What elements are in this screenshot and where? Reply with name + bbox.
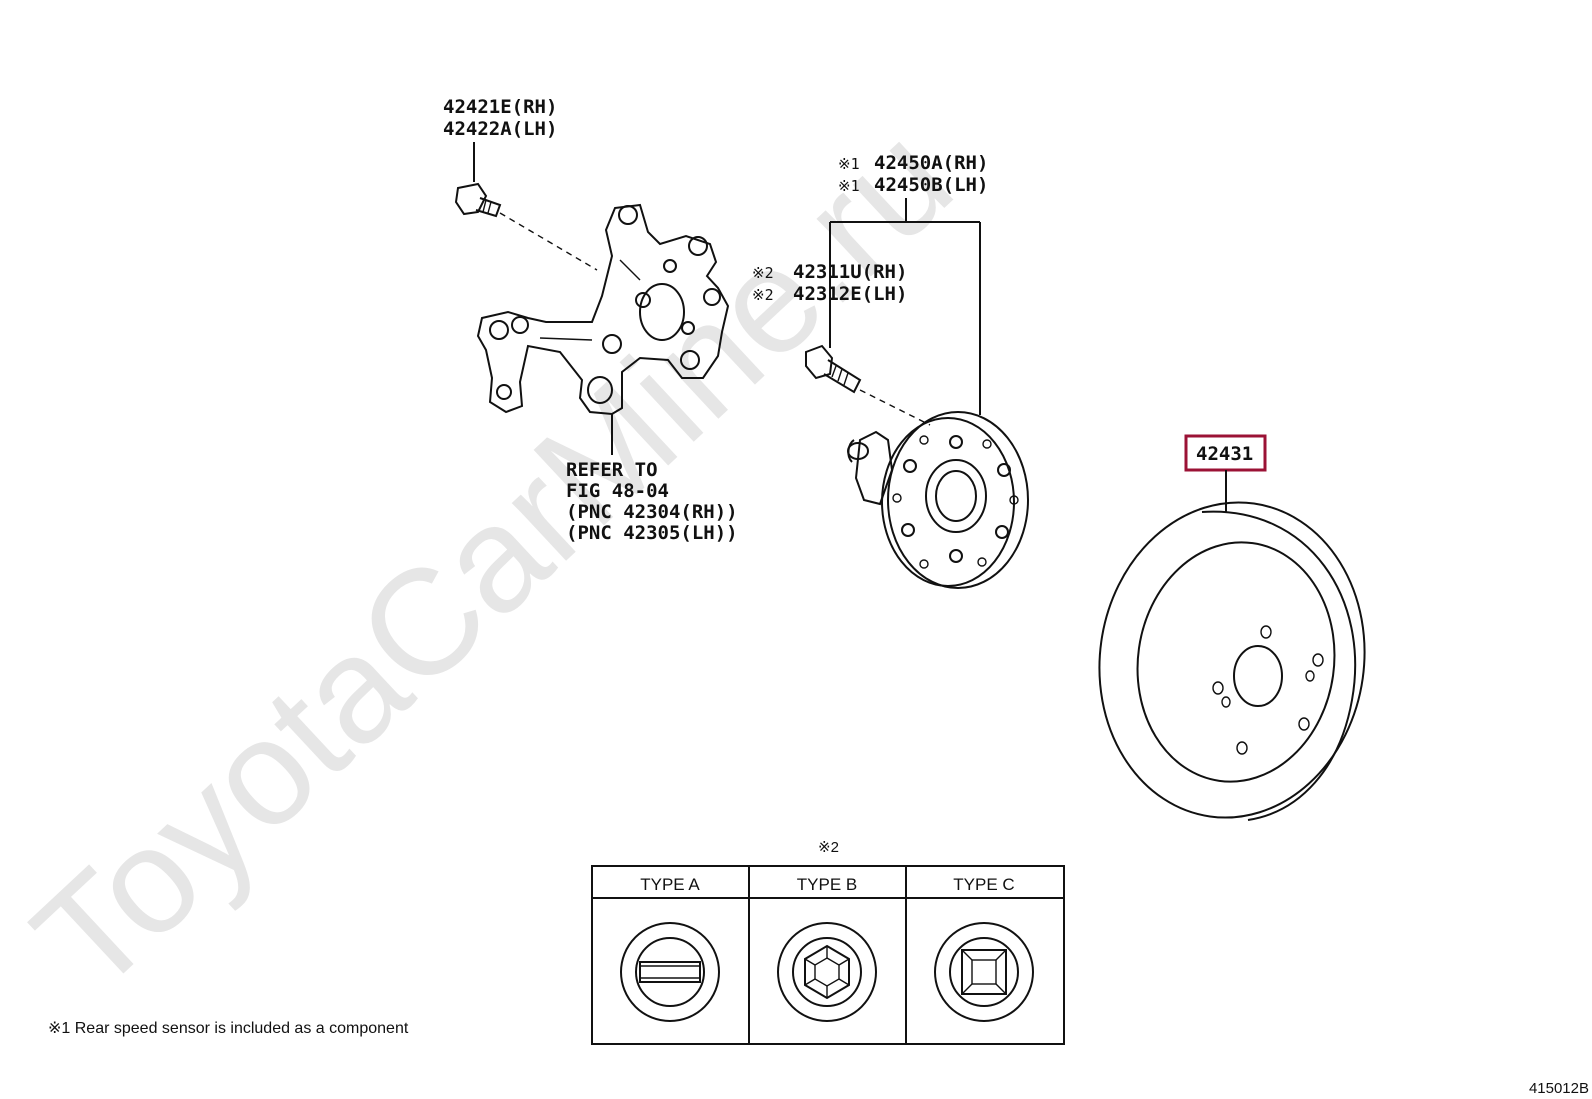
- stud-mark-lh: ※2: [752, 286, 774, 304]
- refer-line-2[interactable]: FIG 48-04: [566, 480, 669, 502]
- bolt-label-group[interactable]: 42421E(RH) 42422A(LH): [443, 96, 557, 140]
- bolt-part: [454, 182, 502, 218]
- hub-bracket: [830, 198, 981, 415]
- stud-rh-label[interactable]: 42311U(RH): [793, 261, 907, 283]
- disc-part-label[interactable]: 42431: [1196, 443, 1253, 465]
- refer-line-1[interactable]: REFER TO: [566, 459, 658, 481]
- type-a-header: TYPE A: [640, 875, 700, 894]
- stud-label-group[interactable]: ※2 42311U(RH) ※2 42312E(LH): [752, 261, 907, 305]
- type-c-stud-head-icon: [934, 922, 1034, 1022]
- type-table-mark: ※2: [818, 839, 839, 856]
- hub-bearing-assembly: [847, 411, 1029, 589]
- type-table: [591, 865, 1065, 1045]
- stud-mark-rh: ※2: [752, 264, 774, 282]
- figure-id: 415012B: [1529, 1080, 1589, 1097]
- knuckle-reference-label[interactable]: REFER TO FIG 48-04 (PNC 42304(RH)) (PNC …: [566, 459, 738, 544]
- hub-mark-rh: ※1: [838, 155, 860, 173]
- type-b-stud-head-icon: [777, 922, 877, 1022]
- footnote: ※1 Rear speed sensor is included as a co…: [48, 1020, 409, 1037]
- hub-label-group[interactable]: ※1 42450A(RH) ※1 42450B(LH): [838, 152, 988, 196]
- type-b-header: TYPE B: [797, 875, 857, 894]
- bolt-rh-label[interactable]: 42421E(RH): [443, 96, 557, 118]
- type-a-stud-head-icon: [620, 922, 720, 1022]
- brake-disc: [1098, 501, 1366, 821]
- bolt-lh-label[interactable]: 42422A(LH): [443, 118, 557, 140]
- type-c-header: TYPE C: [953, 875, 1014, 894]
- steering-knuckle: [476, 203, 730, 416]
- hub-mark-lh: ※1: [838, 177, 860, 195]
- stud-dash: [859, 389, 931, 426]
- wheel-stud-part: [805, 344, 862, 394]
- hub-rh-label[interactable]: 42450A(RH): [874, 152, 988, 174]
- bolt-dash: [499, 212, 598, 271]
- refer-line-4[interactable]: (PNC 42305(LH)): [566, 522, 738, 544]
- hub-lh-label[interactable]: 42450B(LH): [874, 174, 988, 196]
- stud-lh-label[interactable]: 42312E(LH): [793, 283, 907, 305]
- refer-line-3[interactable]: (PNC 42304(RH)): [566, 501, 738, 523]
